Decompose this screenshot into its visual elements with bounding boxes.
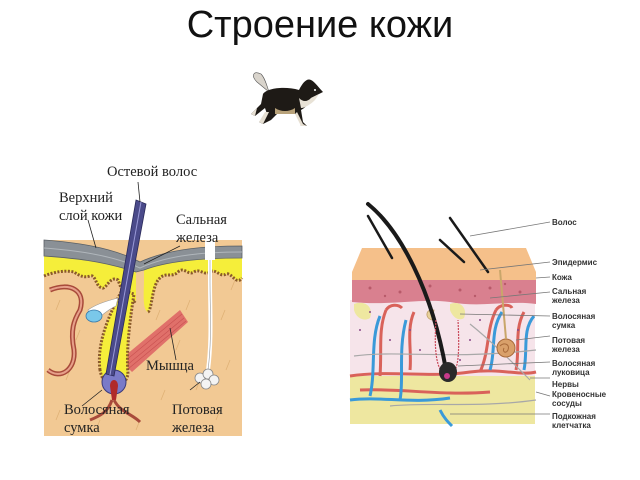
label-follicle-line2: сумка [64, 420, 100, 436]
label-sweat-gland-line2: железа [552, 345, 580, 354]
label-sweat-gland-line2: железа [172, 420, 215, 436]
label-guard-hair: Остевой волос [107, 164, 198, 180]
skin-structure-diagram-right: Волос Эпидермис Кожа Сальная железа Воло… [340, 200, 640, 430]
skin-layers-illustration [349, 202, 551, 428]
label-sebaceous-line2: железа [176, 230, 219, 246]
label-blood-vessels-line2: сосуды [552, 399, 582, 408]
label-blood-vessels-line1: Кровеносные [552, 390, 607, 399]
label-follicle-line1: Волосяная [552, 312, 596, 321]
label-follicle-line2: сумка [552, 321, 576, 330]
label-hair-bulb-line2: луковица [552, 368, 590, 377]
label-subcutaneous-line2: клетчатка [552, 421, 591, 430]
label-follicle-line1: Волосяная [64, 402, 130, 418]
skin-structure-diagram-left: Остевой волос Верхний слой кожи Сальная … [40, 160, 250, 440]
label-sebaceous-line2: железа [552, 296, 580, 305]
label-sweat-gland-line1: Потовая [552, 336, 586, 345]
label-skin: Кожа [552, 273, 572, 282]
label-upper-layer-line2: слой кожи [59, 208, 123, 224]
skin-cross-section-illustration [43, 181, 244, 436]
label-muscle: Мышца [146, 358, 194, 374]
label-epidermis: Эпидермис [552, 258, 598, 267]
husky-dog-image [251, 72, 323, 126]
label-nerves: Нервы [552, 380, 579, 389]
label-subcutaneous-line1: Подкожная [552, 412, 596, 421]
label-upper-layer-line1: Верхний [59, 190, 113, 206]
label-sebaceous-line1: Сальная [176, 212, 227, 228]
label-hair: Волос [552, 218, 577, 227]
label-hair-bulb-line1: Волосяная [552, 359, 596, 368]
label-sweat-gland-line1: Потовая [172, 402, 223, 418]
label-sebaceous-line1: Сальная [552, 287, 587, 296]
slide-title: Строение кожи [186, 4, 454, 46]
